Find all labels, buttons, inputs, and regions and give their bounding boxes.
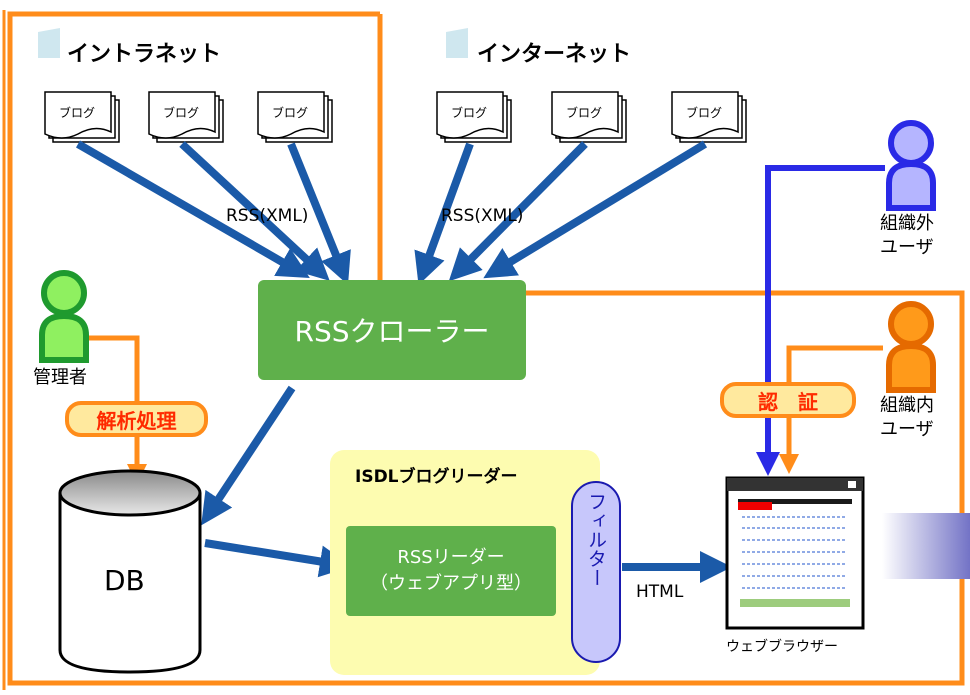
browser-window-icon [725, 476, 865, 630]
rss-crawler: RSSクローラー [258, 280, 526, 380]
html-label: HTML [636, 582, 684, 602]
document-stack-icon [671, 91, 747, 143]
document-stack-icon [257, 91, 333, 143]
rss-reader: RSSリーダー （ウェブアプリ型） [346, 526, 556, 616]
blog-label: ブログ [163, 106, 200, 120]
feed-arrow [414, 142, 474, 286]
document-stack-icon [436, 91, 512, 143]
intranet-title: イントラネット [67, 42, 222, 67]
feed-arrow [287, 142, 351, 285]
decorative-fade [882, 513, 970, 579]
blog-label: ブログ [59, 106, 96, 120]
internal-user-label: 組織内 ユーザ [880, 394, 934, 443]
rss-xml-label: RSS(XML) [226, 206, 309, 226]
internet-title: インターネット [477, 42, 632, 67]
auth-badge: 認 証 [720, 382, 856, 418]
blog-label: ブログ [686, 106, 723, 120]
external-access-line [756, 165, 885, 476]
filter-label: フィルター [585, 492, 607, 587]
section-marker-icon [446, 28, 468, 58]
reader-title: ISDLブログリーダー [355, 467, 518, 487]
rss-reader-line2: （ウェブアプリ型） [370, 573, 532, 594]
intranet-boundary [7, 11, 965, 686]
blog-label: ブログ [272, 106, 309, 120]
section-marker-icon [38, 28, 60, 58]
person-icon [39, 270, 89, 363]
feed-arrow [75, 140, 310, 279]
external-user-line1: 組織外 [880, 213, 934, 234]
internal-user-line2: ユーザ [880, 419, 934, 441]
feed-arrow [179, 141, 330, 281]
feed-arrow [483, 140, 708, 279]
external-user-line2: ユーザ [880, 237, 934, 259]
db-to-reader-arrow [204, 539, 352, 578]
db-label: DB [104, 564, 145, 597]
internal-user-line1: 組織内 [880, 395, 934, 416]
filter [571, 481, 621, 663]
rss-reader-line1: RSSリーダー [397, 546, 505, 568]
person-icon [886, 120, 936, 211]
blog-label: ブログ [566, 106, 603, 120]
document-stack-icon [44, 91, 120, 143]
admin-label: 管理者 [33, 367, 87, 388]
browser-label: ウェブブラウザー [726, 639, 838, 655]
database-icon [58, 469, 202, 674]
internal-access-line [779, 345, 883, 474]
document-stack-icon [148, 91, 224, 143]
feed-arrow [448, 141, 588, 282]
rss-xml-label: RSS(XML) [441, 206, 524, 226]
document-stack-icon [551, 91, 627, 143]
person-icon [886, 301, 936, 393]
blog-label: ブログ [451, 106, 488, 120]
crawler-to-db-arrow [201, 385, 296, 526]
external-user-label: 組織外 ユーザ [880, 212, 934, 261]
analysis-process-badge: 解析処理 [65, 401, 208, 437]
